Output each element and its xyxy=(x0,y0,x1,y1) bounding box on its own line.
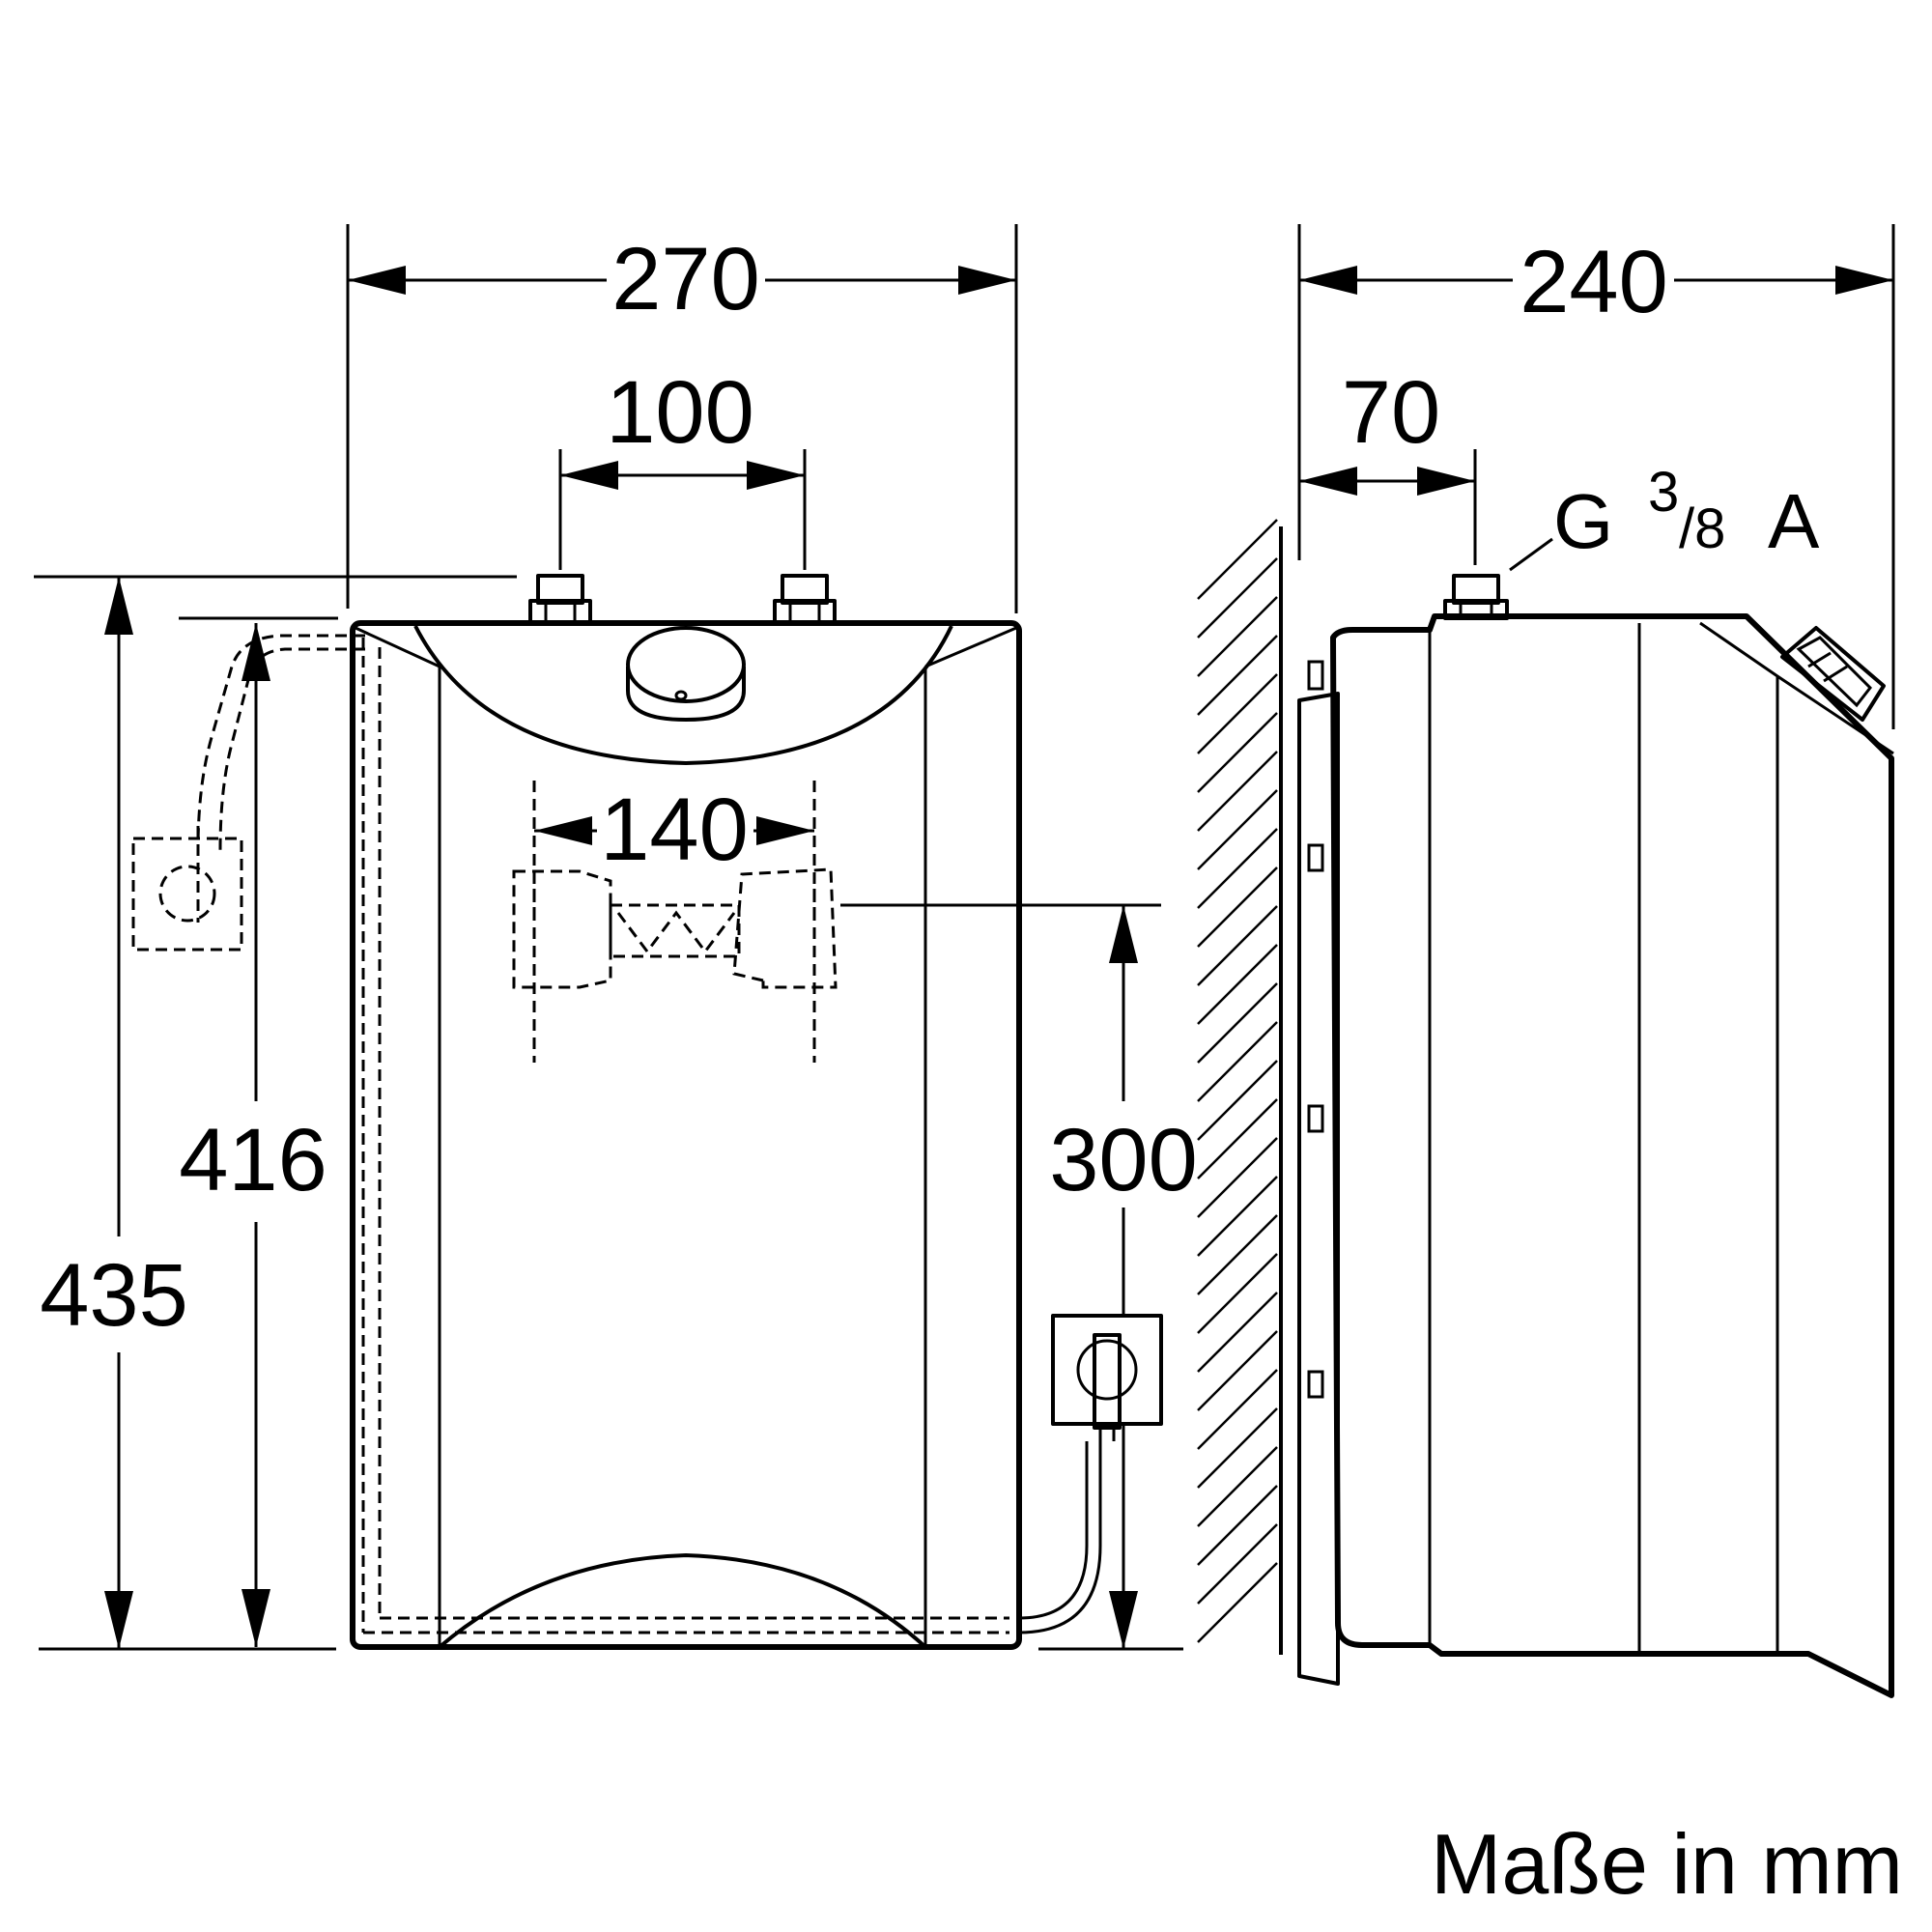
dim-connection-spacing: 100 xyxy=(606,363,754,462)
thread-label: G 3 /8 A xyxy=(1553,441,1820,564)
rail-clip-2 xyxy=(1307,1104,1324,1133)
side-knob-icon xyxy=(1780,626,1886,722)
dim-front-width: 270 xyxy=(611,230,760,328)
side-body-outline xyxy=(1330,613,1894,1698)
hatch-line xyxy=(1197,789,1278,870)
hatch-line xyxy=(1197,1523,1278,1605)
hatch-line xyxy=(1197,519,1278,600)
front-dimensions: 270 100 140 435 416 300 xyxy=(34,224,1198,1651)
hatch-line xyxy=(1197,1137,1278,1218)
hatch-line xyxy=(1197,1214,1278,1295)
thread-label-main: G xyxy=(1553,478,1613,564)
front-bottom-arc xyxy=(438,1553,927,1649)
mounting-rail xyxy=(1297,692,1340,1686)
hatch-line xyxy=(1197,1021,1278,1102)
dim-connection-offset: 70 xyxy=(1342,363,1440,462)
front-top-arc xyxy=(413,625,953,765)
side-dimensions: 240 70 G 3 /8 A xyxy=(1297,224,1895,729)
hatch-line xyxy=(1197,982,1278,1064)
front-top-left-bevel xyxy=(355,626,440,668)
side-view xyxy=(1197,519,1894,1698)
wall-hatching xyxy=(1197,519,1278,1643)
hatch-line xyxy=(1197,1060,1278,1141)
hatch-line xyxy=(1197,673,1278,754)
front-view xyxy=(131,574,1163,1650)
wall-socket-icon xyxy=(1051,1314,1163,1441)
thread-label-denominator: /8 xyxy=(1679,497,1725,560)
dim-side-depth: 240 xyxy=(1520,233,1668,331)
dim-body-height: 416 xyxy=(179,1111,327,1209)
hatch-line xyxy=(1197,557,1278,639)
hidden-wall-socket-icon xyxy=(131,826,243,952)
hatch-line xyxy=(1197,1369,1278,1450)
thread-leader-line xyxy=(1509,537,1553,572)
hatch-line xyxy=(1197,944,1278,1025)
hatch-line xyxy=(1197,751,1278,832)
front-body-outline xyxy=(350,620,1022,1650)
dim-total-height: 435 xyxy=(40,1246,188,1345)
hatch-line xyxy=(1197,596,1278,677)
cold-water-connector-icon xyxy=(528,574,592,626)
hatch-line xyxy=(1197,1098,1278,1179)
front-top-right-bevel xyxy=(924,626,1017,668)
hatch-line xyxy=(1197,867,1278,948)
thread-label-suffix: A xyxy=(1768,478,1820,564)
rail-clip-3 xyxy=(1307,1370,1324,1399)
hidden-cable-path xyxy=(196,634,1009,1634)
rail-top-clip xyxy=(1307,660,1324,691)
side-connector-icon xyxy=(1443,574,1509,620)
hatch-line xyxy=(1197,905,1278,986)
hidden-mounting-bracket-icon xyxy=(512,867,838,989)
hatch-line xyxy=(1197,635,1278,716)
hatch-line xyxy=(1197,712,1278,793)
power-cable-inner xyxy=(1018,1441,1089,1620)
hatch-line xyxy=(1197,828,1278,909)
side-top-bevel xyxy=(1699,621,1894,755)
dim-socket-height: 300 xyxy=(1049,1111,1198,1209)
thermostat-knob-icon xyxy=(626,626,746,722)
hot-water-connector-icon xyxy=(773,574,837,626)
thread-label-numerator: 3 xyxy=(1648,461,1679,524)
hatch-line xyxy=(1197,1253,1278,1334)
dim-mount-spacing: 140 xyxy=(600,781,749,879)
hatch-line xyxy=(1197,1330,1278,1411)
hatch-line xyxy=(1197,1562,1278,1643)
hatch-line xyxy=(1197,1176,1278,1257)
rail-clip-1 xyxy=(1307,843,1324,872)
hatch-line xyxy=(1197,1446,1278,1527)
hatch-line xyxy=(1197,1485,1278,1566)
power-cable xyxy=(1018,1441,1102,1634)
hatch-line xyxy=(1197,1292,1278,1373)
units-note: Maße in mm xyxy=(1431,1816,1903,1912)
hatch-line xyxy=(1197,1407,1278,1489)
